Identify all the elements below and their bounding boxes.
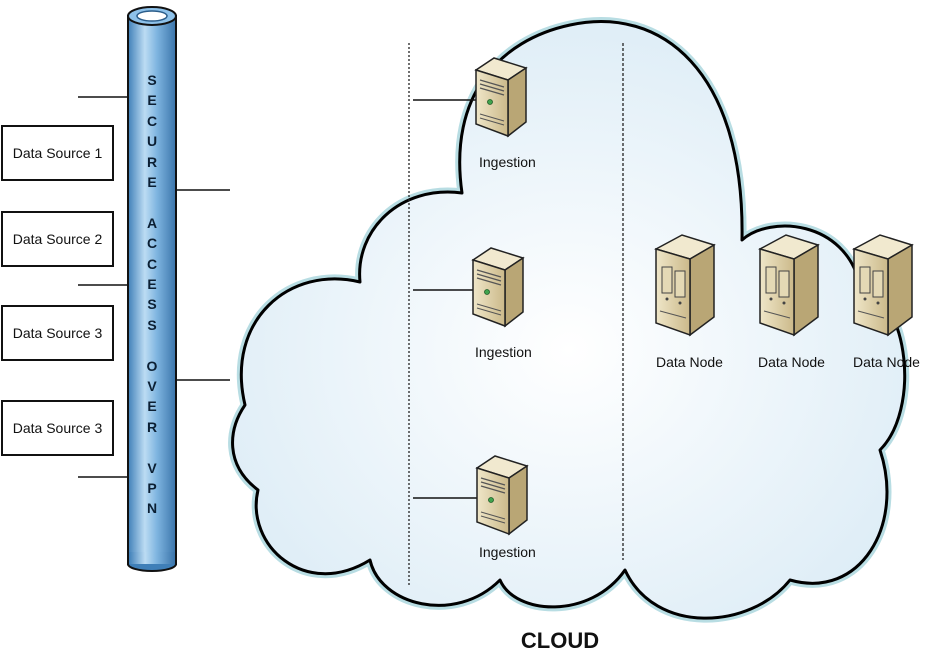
ingestion-server-icon <box>476 455 528 535</box>
data-node-server-icon <box>759 234 819 336</box>
pipe-letter: V <box>147 378 157 394</box>
pipe-letter: S <box>147 316 157 333</box>
pipe-letter: E <box>147 92 157 109</box>
data-source-label: Data Source 3 <box>12 325 103 341</box>
pipe-letter: N <box>146 500 158 517</box>
ingestion-label: Ingestion <box>479 544 536 560</box>
ingestion-label: Ingestion <box>479 154 536 170</box>
data-node-server-icon <box>853 234 913 336</box>
data-source-box: Data Source 3 <box>1 400 114 456</box>
pipe-letter: E <box>147 398 157 415</box>
data-source-label: Data Source 1 <box>12 145 103 161</box>
pipe-letter: O <box>146 357 158 374</box>
pipe-letter: V <box>147 459 157 476</box>
pipe-letter: A <box>146 214 158 231</box>
pipe-letter: C <box>146 255 158 272</box>
pipe-letter: R <box>146 418 158 435</box>
data-source-box: Data Source 1 <box>1 125 114 181</box>
data-source-label: Data Source 2 <box>12 231 103 247</box>
ingestion-label: Ingestion <box>475 344 532 360</box>
pipe-letter: E <box>147 174 157 190</box>
vpn-pipe <box>127 6 177 572</box>
pipe-letter: C <box>146 235 158 252</box>
pipe-letter: U <box>146 133 158 150</box>
data-node-label: Data Node <box>656 354 723 370</box>
ingestion-server-icon <box>475 57 527 137</box>
data-source-label: Data Source 3 <box>12 420 103 436</box>
cloud-shape <box>228 17 910 623</box>
pipe-letter: S <box>147 296 157 313</box>
ingestion-server-icon <box>472 247 524 327</box>
data-source-box: Data Source 3 <box>1 305 114 361</box>
pipe-letter: R <box>146 153 158 170</box>
pipe-letter: S <box>147 72 157 88</box>
data-node-server-icon <box>655 234 715 336</box>
connector-lines <box>78 96 478 499</box>
cloud-title: CLOUD <box>520 628 600 653</box>
pipe-letter: E <box>147 276 157 292</box>
pipe-letter: C <box>146 112 158 129</box>
data-node-label: Data Node <box>853 354 920 370</box>
data-source-box: Data Source 2 <box>1 211 114 267</box>
data-node-label: Data Node <box>758 354 825 370</box>
pipe-letter: P <box>147 480 157 496</box>
